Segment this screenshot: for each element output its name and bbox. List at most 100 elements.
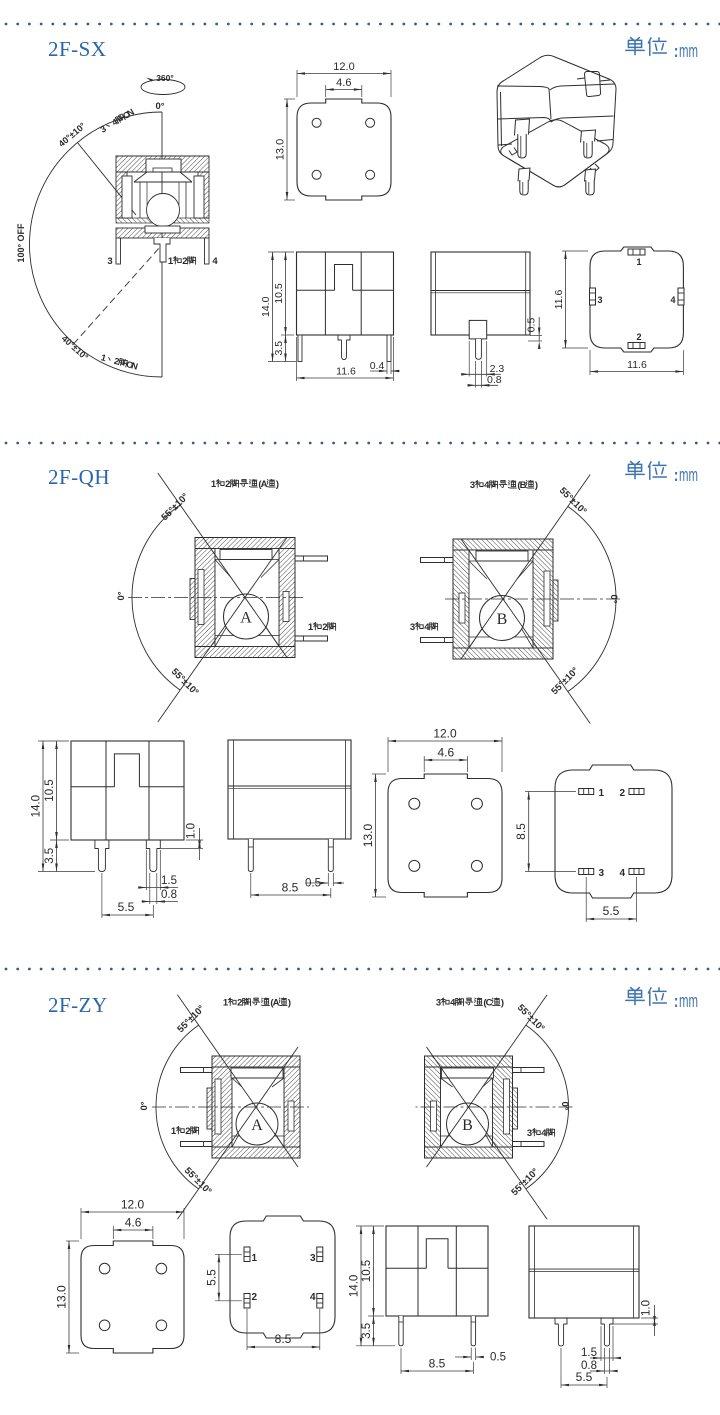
svg-text:1: 1 <box>223 998 229 1009</box>
svg-text:0.8: 0.8 <box>581 1360 597 1372</box>
svg-text:12.0: 12.0 <box>433 727 457 741</box>
svg-text:2: 2 <box>322 622 327 633</box>
svg-text:8.5: 8.5 <box>429 1357 446 1371</box>
svg-text:1: 1 <box>252 1253 258 1264</box>
svg-text:A: A <box>261 479 268 490</box>
svg-text:11.6: 11.6 <box>627 359 647 371</box>
svg-text:3: 3 <box>107 256 112 267</box>
svg-text:(: ( <box>258 479 262 490</box>
svg-text:5.5: 5.5 <box>603 904 620 918</box>
svg-text:N: N <box>130 360 139 371</box>
svg-text:14.0: 14.0 <box>349 1275 361 1297</box>
svg-text:14.0: 14.0 <box>260 296 272 317</box>
svg-text:10.5: 10.5 <box>273 283 285 304</box>
svg-text:3: 3 <box>470 480 475 491</box>
svg-text:3.5: 3.5 <box>273 341 285 356</box>
svg-text:0°: 0° <box>139 1101 150 1110</box>
svg-text:4: 4 <box>484 480 490 491</box>
svg-text:0°: 0° <box>155 101 164 112</box>
svg-text:): ) <box>501 998 504 1009</box>
svg-text:2: 2 <box>252 1292 258 1303</box>
svg-text:2: 2 <box>237 998 242 1009</box>
svg-text:(: ( <box>517 480 521 491</box>
svg-text:2: 2 <box>182 256 187 267</box>
svg-text:): ) <box>535 480 538 491</box>
svg-text:1.5: 1.5 <box>161 875 177 887</box>
svg-text:O: O <box>121 109 132 121</box>
svg-text:13.0: 13.0 <box>361 823 375 847</box>
svg-text:4: 4 <box>424 622 430 633</box>
svg-text:): ) <box>288 998 291 1009</box>
svg-text:4: 4 <box>212 256 218 267</box>
svg-text:B: B <box>497 611 508 628</box>
svg-text:2: 2 <box>225 479 230 490</box>
svg-text:3: 3 <box>436 998 441 1009</box>
svg-text:1: 1 <box>171 1126 177 1137</box>
svg-text:0°: 0° <box>116 591 127 600</box>
svg-text:2F-QH: 2F-QH <box>48 465 110 489</box>
svg-text:A: A <box>251 1117 263 1134</box>
svg-text:2F-ZY: 2F-ZY <box>48 993 108 1017</box>
svg-text:0.5: 0.5 <box>490 1352 506 1364</box>
svg-text:8.5: 8.5 <box>275 1332 292 1346</box>
svg-text:1: 1 <box>100 352 107 363</box>
svg-text:0°: 0° <box>559 1101 570 1110</box>
svg-text:2: 2 <box>185 1126 190 1137</box>
svg-text:11.6: 11.6 <box>553 290 565 310</box>
svg-text:3: 3 <box>599 868 605 879</box>
svg-text:3: 3 <box>99 124 108 135</box>
svg-text:1.5: 1.5 <box>581 1347 597 1359</box>
svg-text:0.8: 0.8 <box>487 374 502 386</box>
svg-text::: : <box>671 44 681 63</box>
svg-text:1: 1 <box>211 479 217 490</box>
svg-text:B: B <box>520 480 527 491</box>
svg-text:2: 2 <box>619 788 625 799</box>
svg-text:1: 1 <box>599 788 605 799</box>
svg-text:4.6: 4.6 <box>125 1216 142 1230</box>
svg-text:B: B <box>462 1117 473 1134</box>
svg-text:(: ( <box>483 998 487 1009</box>
svg-text:2F-SX: 2F-SX <box>48 37 107 61</box>
svg-text:14.0: 14.0 <box>31 795 43 817</box>
svg-text:100° OFF: 100° OFF <box>16 223 26 263</box>
svg-text::: : <box>671 994 681 1013</box>
svg-text:): ) <box>276 479 279 490</box>
svg-text:12.0: 12.0 <box>333 61 354 73</box>
svg-text:13.0: 13.0 <box>55 1285 69 1309</box>
svg-text:2: 2 <box>636 332 641 342</box>
svg-text:13.0: 13.0 <box>275 139 287 160</box>
svg-text:11.6: 11.6 <box>336 366 356 378</box>
svg-text:C: C <box>486 998 493 1009</box>
svg-text:360°: 360° <box>156 73 174 83</box>
svg-text:3.5: 3.5 <box>361 1323 373 1339</box>
svg-text:10.5: 10.5 <box>361 1260 373 1282</box>
svg-text:5.5: 5.5 <box>576 1370 593 1384</box>
svg-text:10.5: 10.5 <box>44 779 56 801</box>
svg-text:3.5: 3.5 <box>44 848 56 864</box>
svg-text:4.6: 4.6 <box>336 77 351 89</box>
svg-text:4.6: 4.6 <box>437 746 454 760</box>
svg-text:4: 4 <box>310 1292 316 1303</box>
svg-text:0.5: 0.5 <box>526 318 538 333</box>
svg-text:A: A <box>240 610 252 627</box>
svg-text:mm: mm <box>679 991 698 1011</box>
svg-text:0°: 0° <box>608 594 619 603</box>
svg-text:mm: mm <box>679 41 698 61</box>
svg-text:2.3: 2.3 <box>490 363 505 375</box>
svg-text:4: 4 <box>619 868 625 879</box>
svg-text:mm: mm <box>679 465 698 485</box>
svg-text:1.0: 1.0 <box>186 823 198 839</box>
svg-text::: : <box>671 468 681 487</box>
svg-text:4: 4 <box>450 998 456 1009</box>
svg-text:0.4: 0.4 <box>370 360 385 372</box>
svg-text:12.0: 12.0 <box>121 1198 145 1212</box>
svg-text:4: 4 <box>541 1128 547 1139</box>
svg-text:8.5: 8.5 <box>514 823 528 840</box>
svg-text:0.8: 0.8 <box>161 889 177 901</box>
svg-text:O: O <box>125 359 134 370</box>
svg-text:3: 3 <box>527 1128 532 1139</box>
svg-text:3: 3 <box>597 295 602 305</box>
svg-text:1.0: 1.0 <box>641 1300 653 1316</box>
svg-text:5.5: 5.5 <box>204 1269 218 1286</box>
svg-text:8.5: 8.5 <box>282 881 299 895</box>
